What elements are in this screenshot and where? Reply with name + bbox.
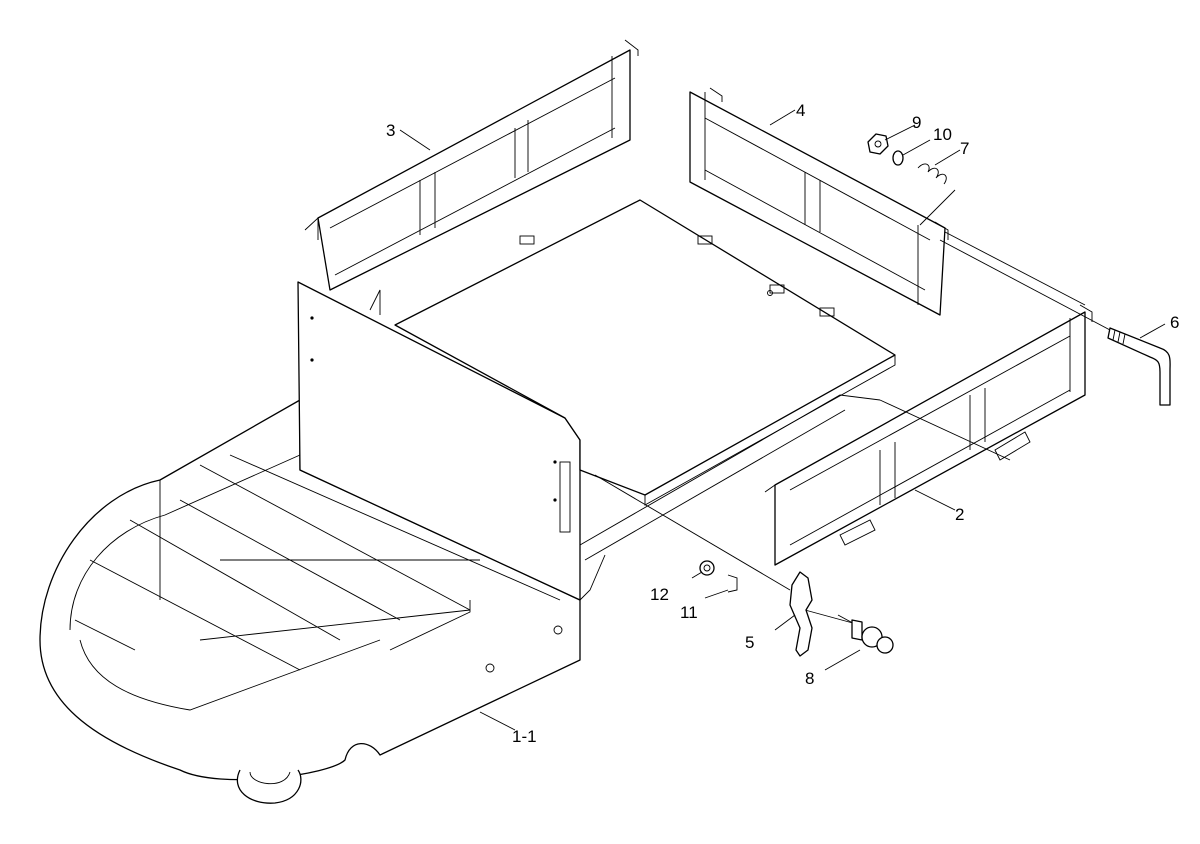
nut xyxy=(867,133,889,155)
deck-plate xyxy=(394,199,896,601)
side-rail-right xyxy=(764,304,1093,566)
lock-handle xyxy=(789,571,813,657)
callout-9: 9 xyxy=(912,113,921,132)
callout-5: 5 xyxy=(745,633,754,652)
callout-3: 3 xyxy=(386,121,395,140)
callout-4: 4 xyxy=(796,101,805,120)
rear-rail xyxy=(689,87,949,316)
callout-leaders xyxy=(399,109,1166,731)
callout-12: 12 xyxy=(650,585,669,604)
callout-2: 2 xyxy=(955,505,964,524)
callout-labels: 3 4 9 10 7 6 2 12 11 5 8 1-1 xyxy=(386,101,1179,746)
washer-b xyxy=(699,560,715,576)
upright-panel xyxy=(297,281,581,601)
callout-11: 11 xyxy=(680,603,698,622)
callout-7: 7 xyxy=(960,139,969,158)
washer-a xyxy=(892,150,904,166)
callout-1-1: 1-1 xyxy=(512,727,537,746)
callout-10: 10 xyxy=(933,125,952,144)
base-body xyxy=(39,399,581,804)
clip xyxy=(727,574,738,593)
pin xyxy=(1107,327,1171,406)
callout-8: 8 xyxy=(805,669,814,688)
side-rail-left xyxy=(304,39,639,315)
bolt xyxy=(837,614,894,654)
alignment-lines xyxy=(594,189,1111,626)
callout-6: 6 xyxy=(1170,313,1179,332)
spring xyxy=(917,163,947,185)
